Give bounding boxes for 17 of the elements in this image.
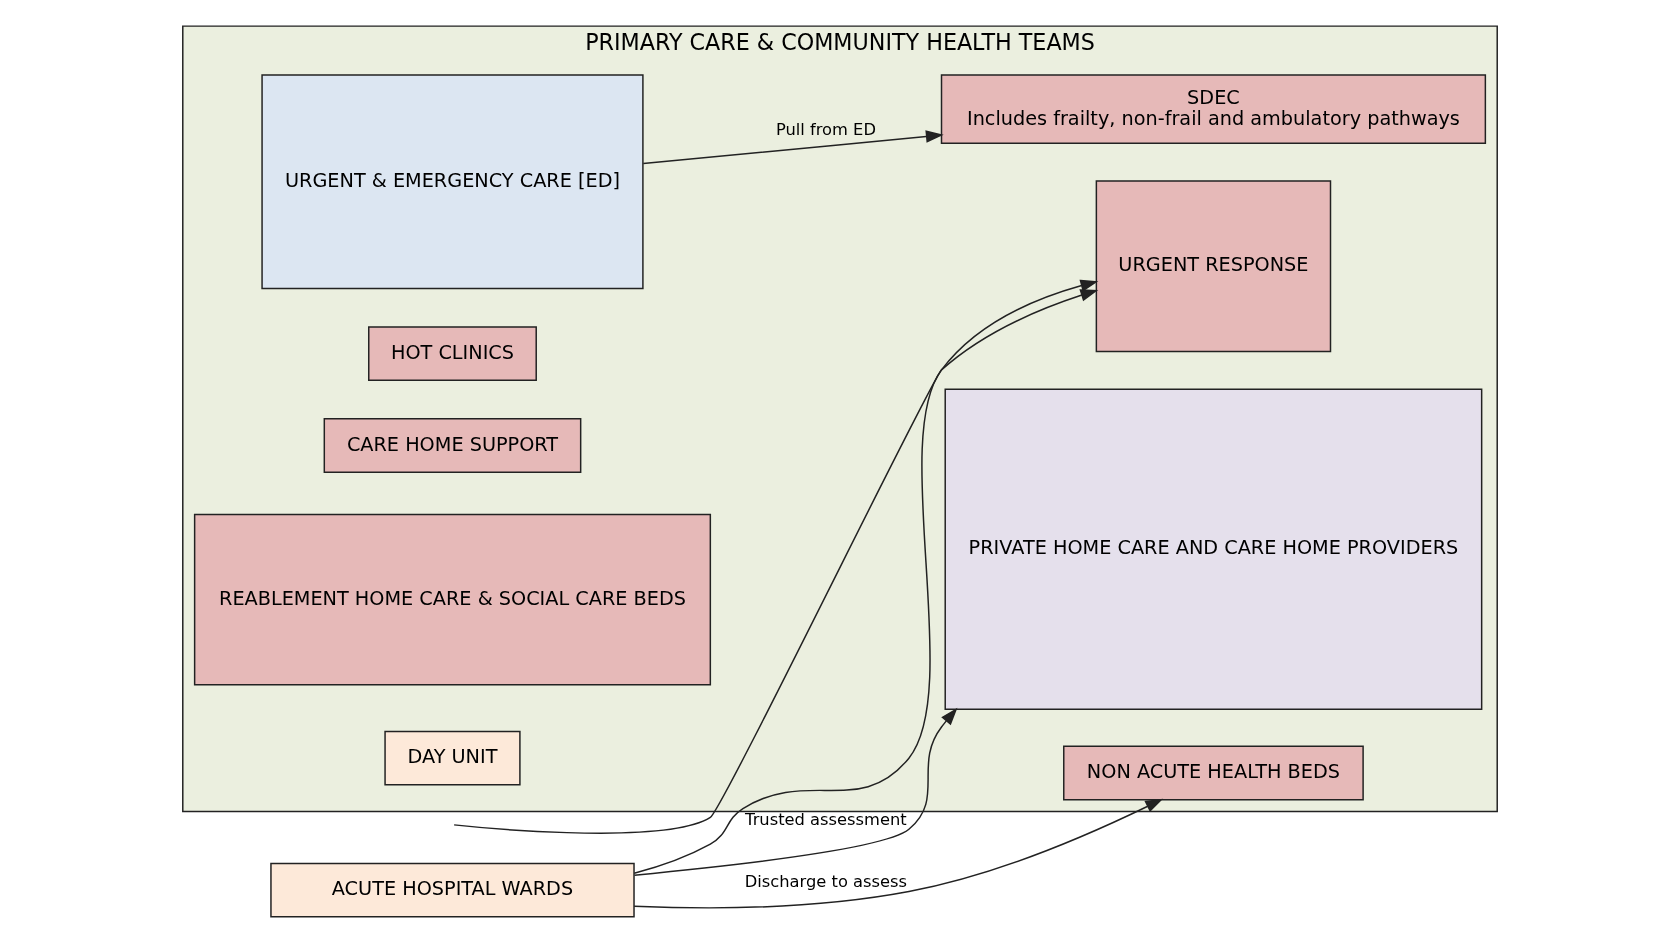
node-box: URGENT RESPONSE [1095,180,1332,353]
arrow [633,279,1099,874]
node-box: PRIVATE HOME CARE AND CARE HOME PROVIDERS [944,388,1483,710]
arrow [453,279,1099,834]
node-box: DAY UNIT [384,730,521,786]
edge-label: Pull from ED [775,120,876,140]
edge-label: Discharge to assess [744,871,908,891]
node-box: SDEC Includes frailty, non-frail and ambulatory pathways [940,74,1487,144]
node-box: HOT CLINICS [368,326,537,382]
arrow [633,707,958,876]
node-box: CARE HOME SUPPORT [323,418,582,473]
node-box: REABLEMENT HOME CARE & SOCIAL CARE BEDS [193,513,712,686]
arrow [642,130,944,165]
node-box: NON ACUTE HEALTH BEDS [1063,745,1364,801]
arrow [633,798,1164,909]
node-box: URGENT & EMERGENCY CARE [ED] [261,74,644,290]
node-box: ACUTE HOSPITAL WARDS [270,862,635,918]
